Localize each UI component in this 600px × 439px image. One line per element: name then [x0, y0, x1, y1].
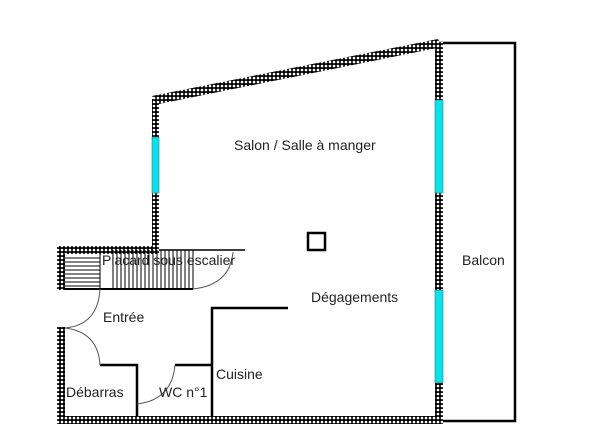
entrance-door[interactable] [64, 288, 101, 329]
right-wall [435, 42, 443, 424]
stair-left-wall [57, 246, 65, 290]
stair-top-wall [57, 246, 159, 254]
room-label-salon: Salon / Salle à manger [234, 137, 376, 153]
window [151, 136, 160, 194]
balcony-outline [438, 41, 517, 423]
room-label-debarras: Débarras [66, 384, 124, 400]
room-label-wc: WC n°1 [159, 384, 208, 400]
room-label-entree: Entrée [103, 309, 145, 325]
column-square [306, 231, 327, 252]
top-slanted-wall [152, 39, 442, 104]
staircase [65, 250, 194, 289]
wc-door[interactable] [136, 364, 176, 405]
room-label-balcon: Balcon [462, 252, 505, 268]
room-label-cuisine: Cuisine [216, 366, 263, 382]
left-wall [57, 327, 65, 424]
window [434, 99, 444, 194]
debarras-door[interactable] [64, 327, 101, 366]
placard-door[interactable] [192, 251, 234, 290]
window [434, 289, 444, 384]
room-label-placard: Placard sous escalier [102, 252, 236, 268]
room-label-degagements: Dégagements [311, 289, 399, 305]
interior-walls [100, 306, 288, 416]
bottom-wall [57, 416, 443, 424]
